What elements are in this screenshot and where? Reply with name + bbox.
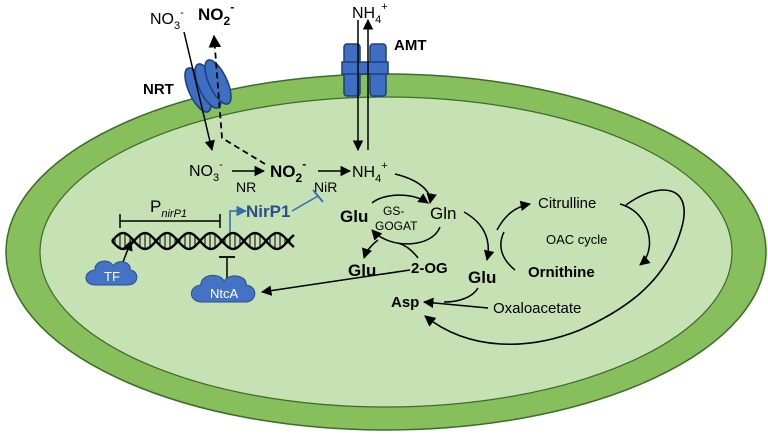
outside-no3: NO3- — [150, 7, 184, 32]
citrulline-label: Citrulline — [538, 195, 596, 212]
nirp1-inhibition-line — [291, 195, 319, 212]
tf-cloud: TF — [85, 260, 138, 286]
cytoplasm — [39, 96, 733, 408]
glu-lower-label: Glu — [348, 261, 376, 280]
gln-to-glu-right-arrow — [463, 211, 495, 262]
oac-cycle-label: OAC cycle — [546, 232, 607, 247]
promoter-label: PnirP1 — [150, 197, 187, 220]
gs-gogat-line1: GS- — [383, 204, 404, 218]
tf-activation-arrow — [122, 240, 133, 263]
ornithine-label: Ornithine — [528, 264, 595, 281]
amt-transporter — [341, 43, 389, 97]
2og-to-ntca-arrow — [260, 269, 411, 296]
dna-strand-b — [111, 231, 295, 251]
2og-label: 2-OG — [411, 260, 448, 277]
glu-to-asp-arc — [443, 287, 479, 303]
inside-nh4: NH4+ — [352, 160, 388, 185]
citrulline-to-ornithine-arc — [619, 203, 651, 266]
inside-no2: NO2- — [270, 157, 306, 185]
nrt-label: NRT — [143, 81, 174, 98]
dna-helix — [111, 231, 295, 251]
gs-gogat-line2: GOGAT — [375, 219, 418, 233]
2og-input-arc — [397, 242, 419, 259]
glu-to-gln-arc — [371, 193, 429, 204]
oxaloacetate-label: Oxaloacetate — [493, 300, 581, 317]
tf-label: TF — [104, 269, 120, 284]
nr-label: NR — [236, 179, 256, 195]
nir-label: NiR — [314, 179, 337, 195]
ntca-label: NtcA — [210, 286, 239, 301]
no3-uptake-arrow — [183, 31, 215, 152]
oxaloacetate-to-asp-arrow — [422, 297, 489, 309]
amt-label: AMT — [394, 37, 427, 54]
no2-export-arrow — [208, 34, 266, 165]
nh4-to-gln-arrow — [394, 173, 437, 205]
outside-no2: NO2- — [198, 0, 234, 28]
nirp1-inhibition-bar — [312, 189, 324, 203]
glu-output-arc — [362, 239, 379, 259]
inside-no3: NO3- — [189, 159, 223, 184]
outside-nh4: NH4+ — [352, 1, 388, 26]
cycle-to-citrulline-arrow — [496, 200, 532, 231]
dna-strand-a — [111, 231, 295, 251]
gln-label: Gln — [430, 204, 456, 223]
glu-left-label: Glu — [340, 207, 368, 226]
ntca-cloud: NtcA — [190, 274, 256, 303]
gln-to-glu-arc — [371, 226, 441, 245]
transcription-arrow — [229, 205, 248, 236]
glu-right-label: Glu — [468, 268, 496, 287]
asp-label: Asp — [391, 294, 419, 311]
nirp1-label: NirP1 — [246, 202, 290, 221]
ornithine-to-citrulline-arc — [500, 231, 516, 271]
big-return-loop — [424, 189, 685, 346]
